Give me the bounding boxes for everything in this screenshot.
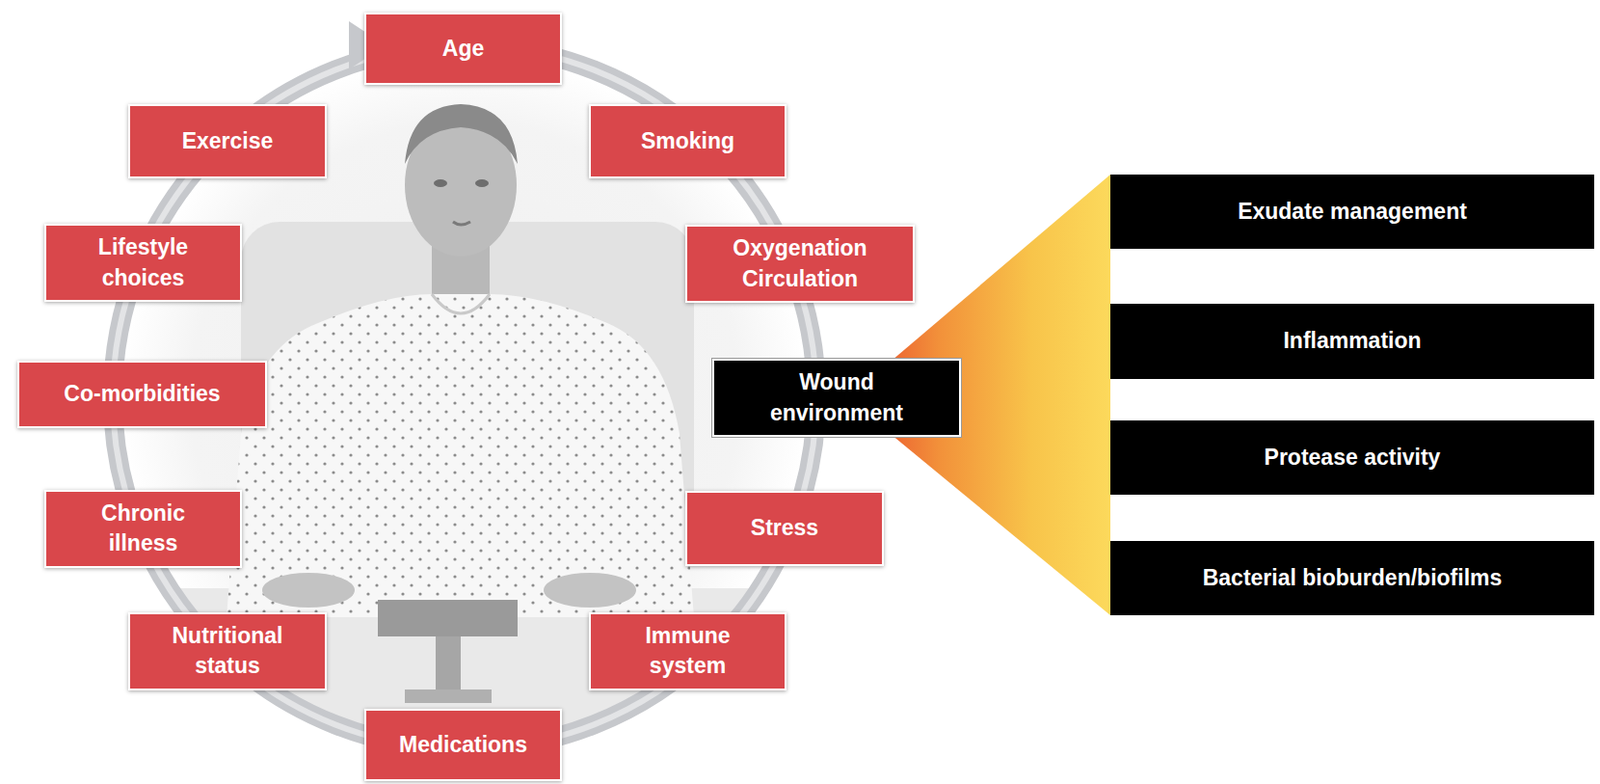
factor-label: Bacterial bioburden/biofilms bbox=[1202, 562, 1503, 593]
factor-detail-box: Inflammation bbox=[1110, 303, 1595, 379]
factor-label: Wound environment bbox=[759, 367, 914, 427]
factor-label: Chronic illness bbox=[80, 498, 207, 559]
factor-box: Lifestyle choices bbox=[44, 223, 242, 302]
factor-box: Exercise bbox=[128, 104, 327, 179]
factor-box: Stress bbox=[685, 490, 884, 566]
focus-factor-box: Wound environment bbox=[712, 358, 961, 437]
factor-box: Immune system bbox=[588, 612, 787, 691]
factor-label: Protease activity bbox=[1264, 442, 1441, 473]
factor-label: Medications bbox=[399, 729, 528, 760]
factor-label: Inflammation bbox=[1282, 325, 1421, 356]
factor-box: Oxygenation Circulation bbox=[685, 224, 915, 303]
factor-label: Exudate management bbox=[1237, 196, 1467, 227]
factor-detail-box: Protease activity bbox=[1110, 420, 1595, 495]
factor-label: Immune system bbox=[625, 620, 751, 681]
factor-box: Smoking bbox=[588, 104, 787, 179]
factor-label: Co-morbidities bbox=[63, 378, 220, 409]
factor-label: Stress bbox=[750, 512, 819, 543]
factor-label: Nutritional status bbox=[155, 620, 300, 681]
factor-label: Lifestyle choices bbox=[71, 232, 216, 293]
factor-label: Smoking bbox=[640, 126, 735, 157]
factor-label: Oxygenation Circulation bbox=[713, 233, 887, 294]
factor-label: Exercise bbox=[182, 126, 274, 157]
factor-detail-box: Bacterial bioburden/biofilms bbox=[1110, 540, 1595, 615]
factor-box: Co-morbidities bbox=[17, 360, 267, 428]
factor-detail-box: Exudate management bbox=[1110, 174, 1595, 249]
factor-box: Medications bbox=[364, 708, 562, 781]
factor-box: Nutritional status bbox=[128, 612, 327, 691]
factor-box: Chronic illness bbox=[44, 489, 242, 568]
factor-box: Age bbox=[364, 12, 562, 85]
factor-label: Age bbox=[442, 33, 484, 64]
